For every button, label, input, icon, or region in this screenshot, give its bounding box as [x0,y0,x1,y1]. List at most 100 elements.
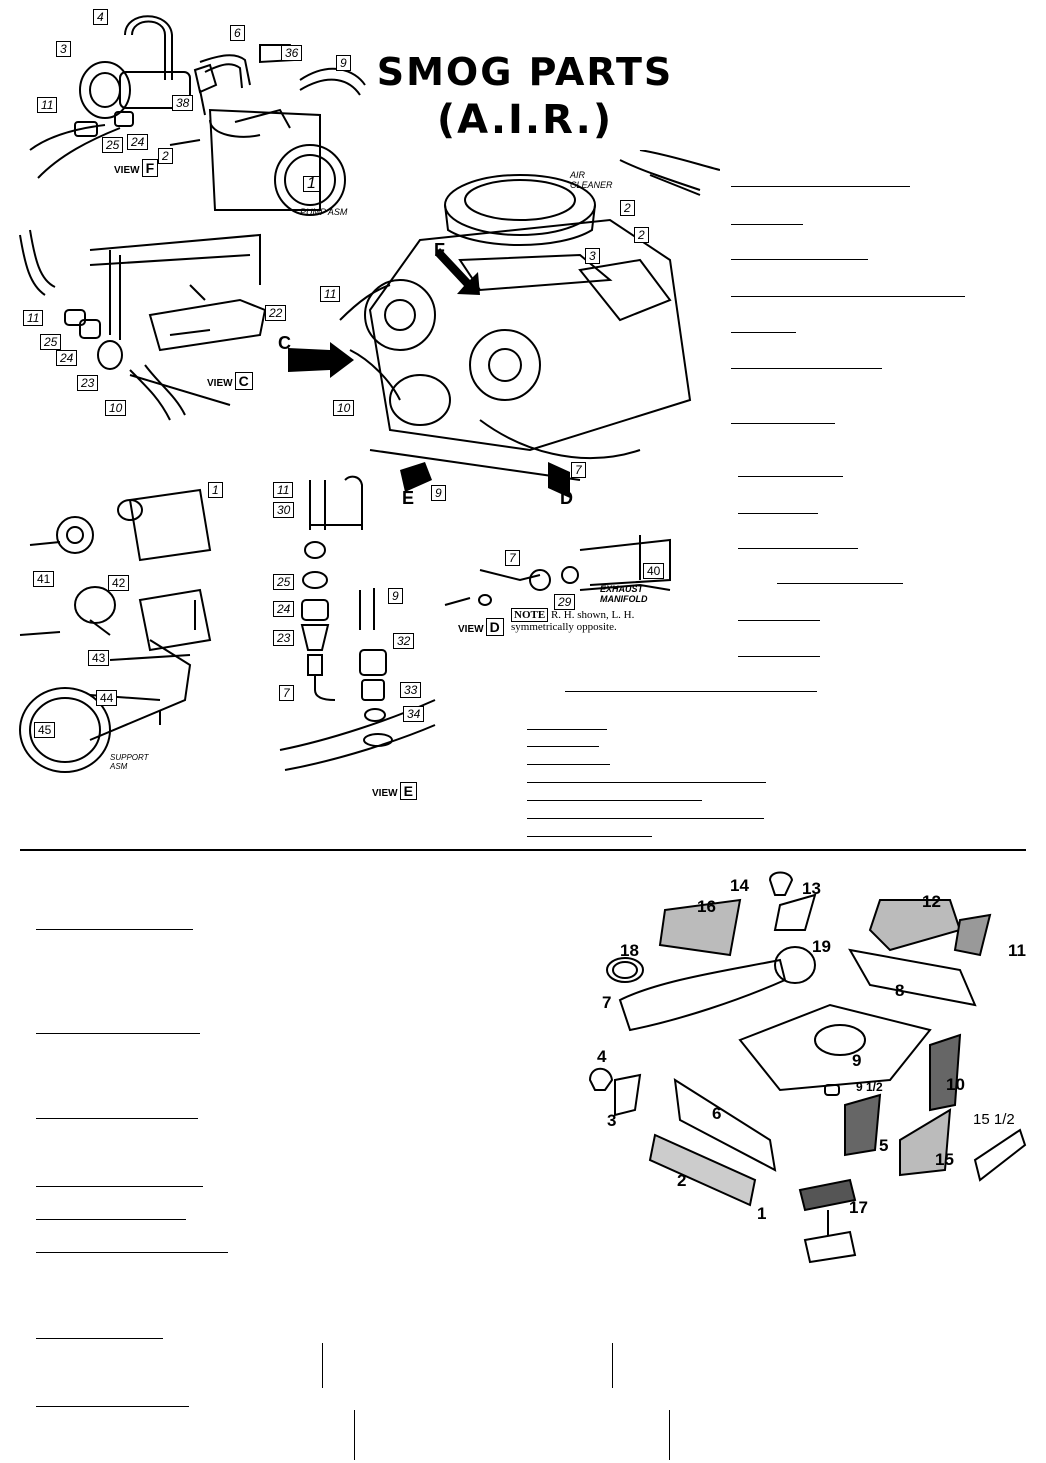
callout-10-main: 10 [333,400,355,416]
part-15: 15 [935,1150,954,1169]
blank-line [36,1338,163,1339]
blank-line [36,929,193,930]
callout-11-c: 11 [23,310,44,326]
view-letter-d: D [485,618,504,636]
page-title: SMOG PARTS (A.I.R.) [375,50,675,142]
note-body: R. H. shown, L. H. symmetrically opposit… [511,609,635,633]
blank-line [527,782,766,783]
blank-line [36,1118,198,1119]
blank-line [777,583,903,584]
pump-asm-label: PUMP ASM [300,207,348,217]
part-7: 7 [602,993,612,1012]
arrow-c: C [278,333,291,353]
blank-line [731,423,835,424]
callout-45: 45 [34,722,56,738]
part-2: 2 [677,1171,687,1190]
section-divider [20,849,1026,851]
view-word: VIEW [458,624,484,635]
part-12: 12 [922,892,941,911]
part-17: 17 [849,1198,868,1217]
callout-34: 34 [403,706,425,722]
blank-line [527,729,607,730]
callout-7-e: 7 [279,685,294,701]
part-16: 16 [697,897,716,916]
sheet-metal-diagram [588,871,1027,1264]
callout-30: 30 [273,502,295,518]
view-word: VIEW [372,788,398,799]
callout-3: 3 [56,41,71,57]
blank-line [738,548,858,549]
callout-25: 25 [102,137,124,153]
callout-44: 44 [96,690,118,706]
part-1: 1 [757,1204,767,1223]
callout-24-c: 24 [56,350,78,366]
callout-43: 43 [88,650,110,666]
blank-line [738,476,843,477]
callout-4: 4 [93,9,108,25]
blank-line [731,224,803,225]
direction-arrows [288,248,570,498]
callout-6: 6 [230,25,245,41]
view-f-diagram: PUMP ASM [29,15,366,217]
callout-33: 33 [400,682,422,698]
divider-line [669,1410,670,1460]
part-15-1-2: 15 1/2 [973,1111,1015,1128]
view-letter-e: E [399,782,417,800]
note-text: NOTE R. H. shown, L. H. symmetrically op… [511,608,635,633]
blank-line [731,259,868,260]
blank-line [36,1219,186,1220]
callout-23-c: 23 [77,375,99,391]
blank-line [738,513,818,514]
title-line-1: SMOG PARTS [376,50,674,94]
title-line-2: (A.I.R.) [436,97,614,143]
callout-9: 9 [336,55,351,71]
callout-22: 22 [265,305,287,321]
callout-25-c: 25 [40,334,62,350]
callout-1: 1 [303,176,320,192]
part-11: 11 [1008,941,1026,960]
blank-line [731,186,910,187]
blank-line [527,836,652,837]
callout-11-main: 11 [320,286,341,302]
part-6: 6 [712,1104,722,1123]
callout-41: 41 [33,571,55,587]
callout-7-d: 7 [505,550,520,566]
view-letter-f: F [141,159,159,177]
part-9: 9 [852,1051,862,1070]
callout-24-e: 24 [273,601,295,617]
callout-29: 29 [554,594,576,610]
callout-9-e: 9 [388,588,403,604]
blank-line [36,1033,200,1034]
callout-23-e: 23 [273,630,295,646]
blank-line [527,800,702,801]
callout-11: 11 [37,97,58,113]
divider-line [322,1343,323,1388]
callout-1-support: 1 [208,482,223,498]
callout-3-main: 3 [585,248,600,264]
view-word: VIEW [114,165,140,176]
view-e-diagram [279,475,436,771]
callout-11-e: 11 [273,482,294,498]
callout-9-main: 9 [431,485,446,501]
arrow-e: E [402,488,415,508]
callout-7-main: 7 [571,462,586,478]
part-14: 14 [730,876,749,895]
callout-32: 32 [393,633,415,649]
callout-42: 42 [108,575,130,591]
blank-line [738,620,820,621]
part-9-1-2: 9 1/2 [856,1080,883,1094]
callout-10-c: 10 [105,400,127,416]
blank-line [565,691,817,692]
blank-line [731,368,882,369]
part-4: 4 [597,1047,607,1066]
callout-36: 36 [281,45,303,61]
part-19: 19 [812,937,831,956]
